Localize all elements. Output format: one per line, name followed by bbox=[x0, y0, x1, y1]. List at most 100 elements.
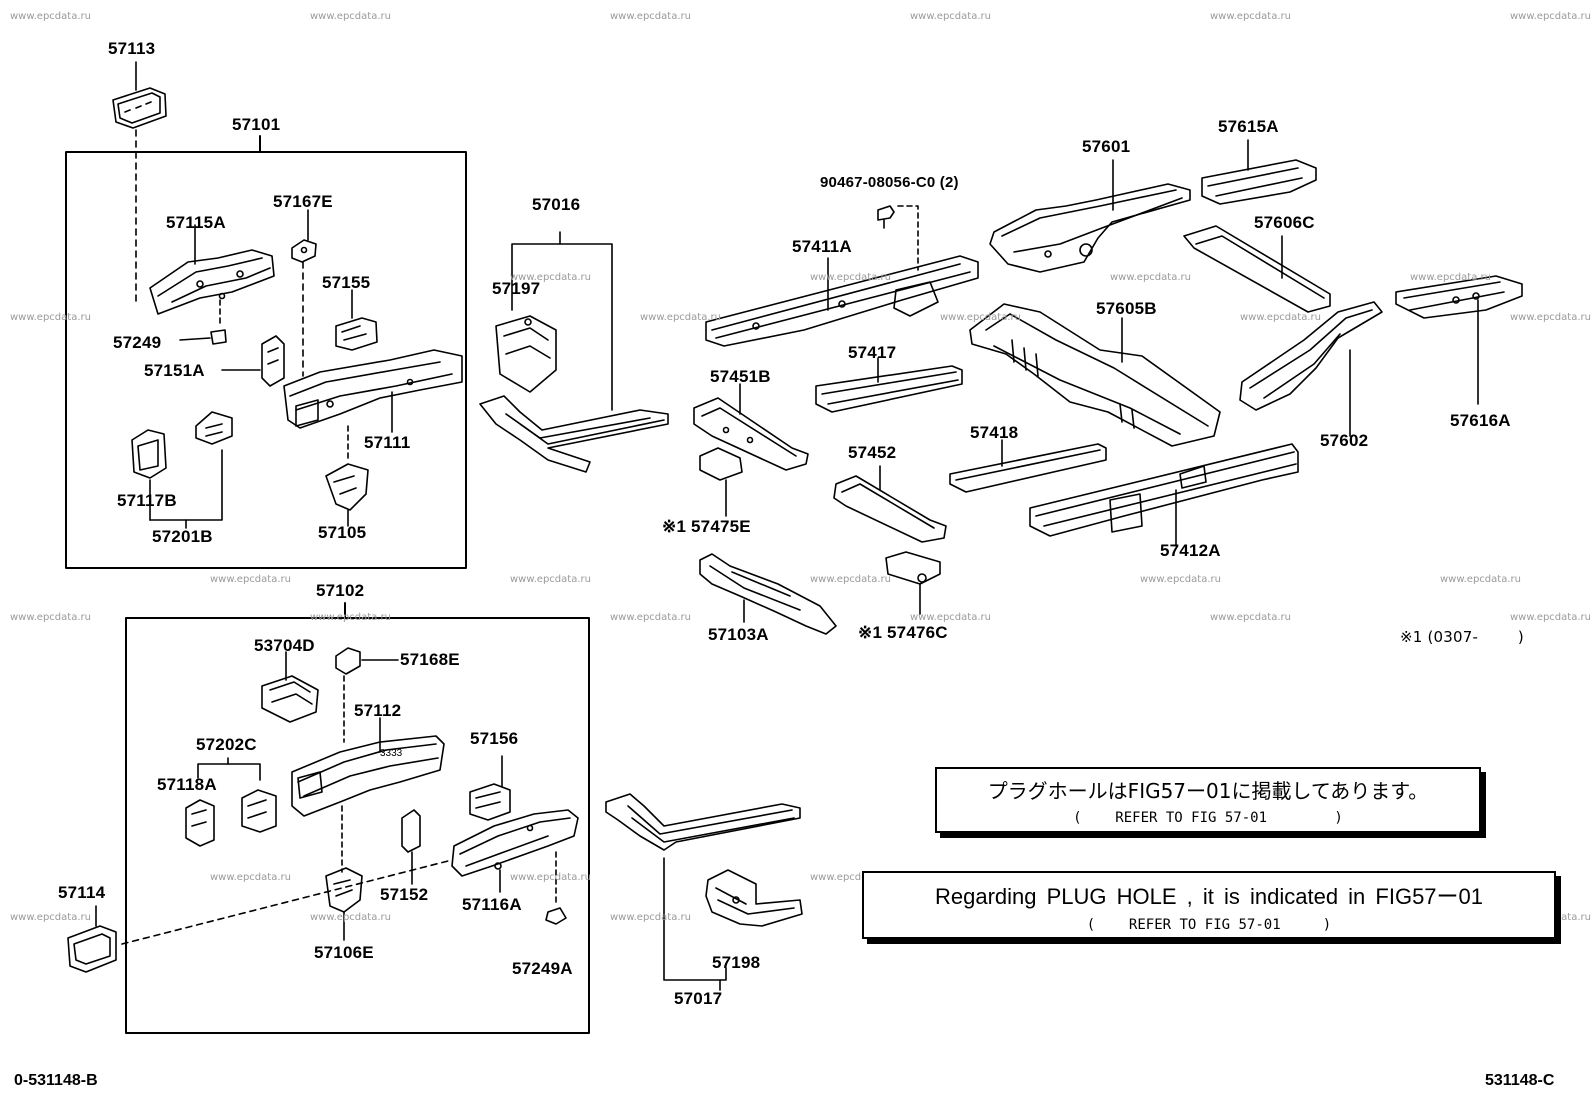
watermark: www.epcdata.ru bbox=[1110, 272, 1191, 283]
part-57451B bbox=[693, 383, 809, 471]
part-57615A bbox=[1201, 139, 1317, 205]
label-57602[interactable]: 57602 bbox=[1320, 431, 1369, 450]
watermark: www.epcdata.ru bbox=[810, 574, 891, 585]
part-57616A bbox=[1395, 275, 1523, 405]
part-57156 bbox=[469, 755, 511, 821]
label-57113[interactable]: 57113 bbox=[108, 39, 156, 58]
label-57152[interactable]: 57152 bbox=[380, 885, 429, 904]
label-57412A[interactable]: 57412A bbox=[1160, 541, 1221, 560]
label-57417[interactable]: 57417 bbox=[848, 343, 897, 362]
watermark: www.epcdata.ru bbox=[510, 872, 591, 883]
note-en-sub: ( REFER TO FIG 57-01 ) bbox=[1086, 917, 1332, 933]
label-57156[interactable]: 57156 bbox=[470, 729, 519, 748]
watermark: www.epcdata.ru bbox=[310, 912, 391, 923]
label-53704D[interactable]: 53704D bbox=[254, 636, 315, 655]
label-57411A[interactable]: 57411A bbox=[792, 237, 852, 256]
label-57114[interactable]: 57114 bbox=[58, 883, 106, 902]
label-57451B[interactable]: 57451B bbox=[710, 367, 771, 386]
watermark: www.epcdata.ru bbox=[510, 574, 591, 585]
part-57017-rail bbox=[605, 793, 801, 851]
part-57117B bbox=[131, 429, 167, 521]
watermark: www.epcdata.ru bbox=[1510, 312, 1591, 323]
label-57475E[interactable]: ※1 57475E bbox=[662, 517, 751, 536]
label-57615A[interactable]: 57615A bbox=[1218, 117, 1279, 136]
watermark: www.epcdata.ru bbox=[1240, 312, 1321, 323]
label-57601[interactable]: 57601 bbox=[1082, 137, 1131, 156]
watermark: www.epcdata.ru bbox=[10, 312, 91, 323]
label-57017[interactable]: 57017 bbox=[674, 989, 723, 1008]
label-57151A[interactable]: 57151A bbox=[144, 361, 205, 380]
figure-code-right: 531148-C bbox=[1485, 1072, 1555, 1089]
watermark: www.epcdata.ru bbox=[910, 11, 991, 22]
group-frame-57101 bbox=[65, 151, 467, 569]
watermark: www.epcdata.ru bbox=[1210, 612, 1291, 623]
part-57112: 3333 bbox=[291, 717, 445, 817]
figure-code-left: 0-531148-B bbox=[14, 1072, 98, 1089]
part-57198 bbox=[705, 869, 803, 927]
watermark: www.epcdata.ru bbox=[10, 11, 91, 22]
label-57606C[interactable]: 57606C bbox=[1254, 213, 1315, 232]
part-57249A bbox=[545, 907, 567, 925]
watermark: www.epcdata.ru bbox=[10, 612, 91, 623]
watermark: www.epcdata.ru bbox=[1210, 11, 1291, 22]
label-57155[interactable]: 57155 bbox=[322, 273, 371, 292]
part-57197 bbox=[495, 315, 557, 393]
label-57201B[interactable]: 57201B bbox=[152, 527, 213, 546]
part-57105 bbox=[325, 463, 369, 527]
part-57155 bbox=[335, 289, 378, 351]
watermark: www.epcdata.ru bbox=[810, 872, 891, 883]
part-57417 bbox=[815, 357, 963, 413]
label-57605B[interactable]: 57605B bbox=[1096, 299, 1157, 318]
watermark: www.epcdata.ru bbox=[1510, 11, 1591, 22]
label-57616A[interactable]: 57616A bbox=[1450, 411, 1511, 430]
note-box-jp: プラグホールはFIG57ー01に掲載してあります。 ( REFER TO FIG… bbox=[935, 767, 1481, 833]
watermark: www.epcdata.ru bbox=[310, 11, 391, 22]
label-57202C[interactable]: 57202C bbox=[196, 735, 257, 754]
label-57101[interactable]: 57101 bbox=[232, 115, 281, 134]
part-90467 bbox=[877, 205, 895, 229]
label-57249A[interactable]: 57249A bbox=[512, 959, 573, 978]
watermark: www.epcdata.ru bbox=[1140, 574, 1221, 585]
watermark: www.epcdata.ru bbox=[10, 912, 91, 923]
part-57605B bbox=[969, 303, 1221, 447]
label-57116A[interactable]: 57116A bbox=[462, 895, 522, 914]
label-90467-08056-C0[interactable]: 90467-08056-C0 (2) bbox=[820, 174, 959, 191]
label-57111[interactable]: 57111 bbox=[364, 433, 411, 452]
watermark: www.epcdata.ru bbox=[310, 612, 391, 623]
watermark: www.epcdata.ru bbox=[1510, 612, 1591, 623]
part-57475E bbox=[699, 447, 743, 517]
label-57452[interactable]: 57452 bbox=[848, 443, 897, 462]
label-57102[interactable]: 57102 bbox=[316, 581, 365, 600]
label-57103A[interactable]: 57103A bbox=[708, 625, 769, 644]
label-57197[interactable]: 57197 bbox=[492, 279, 541, 298]
label-57249[interactable]: 57249 bbox=[113, 333, 162, 352]
label-57168E[interactable]: 57168E bbox=[400, 650, 460, 669]
label-57117B[interactable]: 57117B bbox=[117, 491, 177, 510]
part-57601 bbox=[989, 159, 1191, 273]
label-57198[interactable]: 57198 bbox=[712, 953, 761, 972]
label-57016[interactable]: 57016 bbox=[532, 195, 581, 214]
part-57113 bbox=[112, 61, 167, 129]
note-box-en: Regarding PLUG HOLE , it is indicated in… bbox=[862, 871, 1556, 939]
part-57202C-plate bbox=[241, 789, 277, 833]
label-57106E[interactable]: 57106E bbox=[314, 943, 374, 962]
part-57118A bbox=[185, 799, 215, 847]
label-57167E[interactable]: 57167E bbox=[273, 192, 333, 211]
label-57476C[interactable]: ※1 57476C bbox=[858, 623, 948, 642]
part-57476C bbox=[885, 551, 941, 615]
watermark: www.epcdata.ru bbox=[510, 272, 591, 283]
part-57115A bbox=[149, 224, 275, 315]
part-57152 bbox=[401, 809, 421, 885]
label-57118A[interactable]: 57118A bbox=[157, 775, 217, 794]
part-57452 bbox=[833, 465, 947, 543]
watermark: www.epcdata.ru bbox=[610, 912, 691, 923]
part-57249 bbox=[179, 329, 227, 345]
label-57105[interactable]: 57105 bbox=[318, 523, 367, 542]
part-57016-rail bbox=[479, 395, 669, 473]
label-57115A[interactable]: 57115A bbox=[166, 213, 226, 232]
note-jp-sub: ( REFER TO FIG 57-01 ) bbox=[1073, 810, 1343, 826]
part-57106E bbox=[325, 867, 363, 941]
label-57112[interactable]: 57112 bbox=[354, 701, 402, 720]
label-57418[interactable]: 57418 bbox=[970, 423, 1019, 442]
